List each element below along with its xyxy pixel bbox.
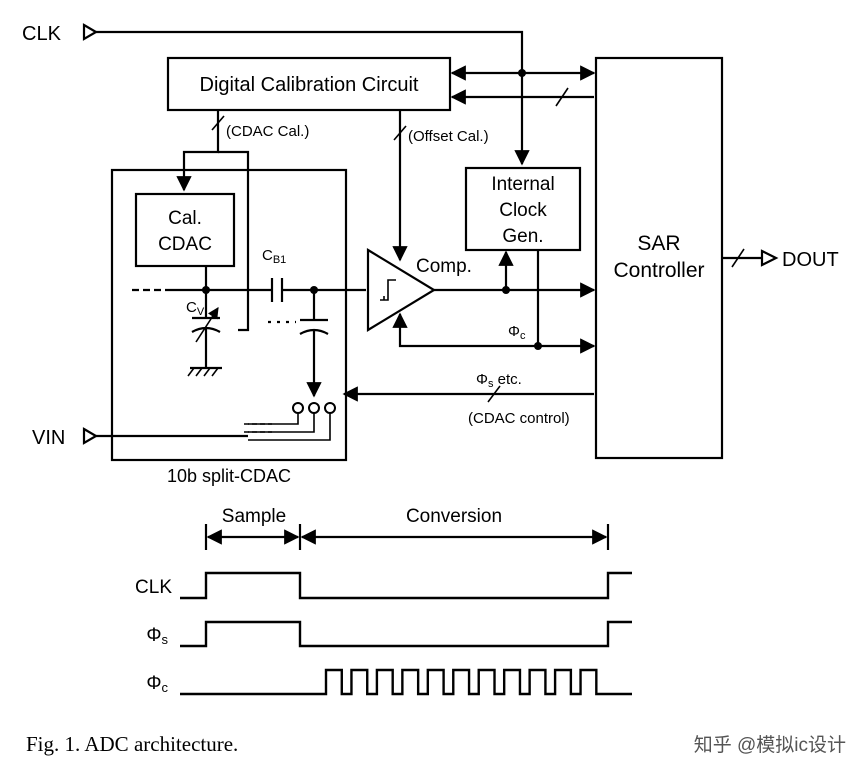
cal-cdac-label-1: Cal.: [168, 208, 202, 229]
offset-cal-label: (Offset Cal.): [408, 128, 489, 145]
switch-wire-1: [248, 413, 299, 425]
vin-label: VIN: [32, 427, 65, 449]
internal-clock-block: Internal Clock Gen.: [464, 166, 582, 252]
dout-port-triangle-icon: [760, 249, 779, 267]
clk-input-label: CLK: [22, 23, 62, 45]
timing-phi-c-label: Φc: [146, 673, 168, 695]
cv-label: CV: [186, 299, 205, 318]
phi-c-label: Φc: [508, 323, 526, 342]
phi-c-junction: [534, 342, 542, 350]
internal-clock-label-3: Gen.: [502, 226, 543, 247]
vin-port-triangle-icon: [82, 427, 99, 445]
cdac-cal-label: (CDAC Cal.): [226, 123, 309, 140]
timing-phi-s-label: Φs: [146, 625, 168, 647]
sar-label-1: SAR: [637, 232, 680, 255]
clk-waveform: [180, 571, 632, 600]
dout-slash-icon: [731, 248, 745, 268]
vin-input-port: VIN: [32, 427, 248, 449]
clk-port-triangle-icon: [82, 23, 99, 41]
switch-terminal-2: [308, 402, 320, 414]
split-cdac-box: [110, 168, 348, 462]
cdac-control-label: (CDAC control): [468, 410, 570, 427]
cb1-label: CB1: [262, 247, 286, 266]
conversion-label: Conversion: [406, 506, 502, 527]
sample-label: Sample: [222, 506, 286, 527]
ground-hatch: [187, 367, 219, 377]
cdac-cal-slash-icon: [211, 115, 225, 131]
internal-clock-label-1: Internal: [491, 174, 554, 195]
sar-controller-block: SAR Controller: [594, 56, 724, 460]
switch-terminal-1: [292, 402, 304, 414]
sar-label-2: Controller: [613, 259, 704, 282]
timing-clk-label: CLK: [135, 577, 172, 598]
split-cdac-label: 10b split-CDAC: [167, 466, 291, 486]
sar-controller-box: [594, 56, 724, 460]
phi-s-etc-label: Φs etc.: [476, 371, 522, 390]
internal-clock-box: [464, 166, 582, 252]
offset-cal-slash-icon: [393, 125, 407, 141]
clk-wire: [96, 30, 530, 166]
digital-calibration-label: Digital Calibration Circuit: [200, 74, 419, 96]
switch-wire-2: [248, 413, 315, 433]
dout-label: DOUT: [782, 249, 839, 271]
switch-wire-3: [248, 413, 331, 441]
cal-cdac-label-2: CDAC: [158, 234, 212, 255]
split-cdac-block: 10b split-CDAC Cal. CDAC CV CB1: [110, 168, 366, 486]
dout-output-port: DOUT: [722, 248, 839, 271]
cv-variable-arrow-icon: [195, 307, 219, 343]
digital-calibration-box: [166, 56, 452, 112]
comp-label: Comp.: [416, 256, 472, 277]
timing-diagram: Sample Conversion CLK Φs Φc: [135, 506, 632, 696]
cdac-control-slash-icon: [487, 385, 501, 403]
comparator-triangle-icon: [366, 248, 437, 332]
cdac-cal-trim-wire: [218, 150, 250, 332]
phi-c-to-comp-wire: [392, 312, 538, 348]
figure-caption: Fig. 1. ADC architecture.: [26, 732, 238, 756]
phi-s-waveform: [180, 620, 632, 648]
switch-terminal-3: [324, 402, 336, 414]
internal-clock-label-2: Clock: [499, 200, 547, 221]
watermark: 知乎 @模拟ic设计: [694, 734, 846, 756]
cdac-cal-bus: [176, 110, 220, 192]
bus-slash-icon: [555, 87, 569, 107]
cal-cdac-box: [134, 192, 236, 268]
comparator: Comp.: [366, 248, 472, 332]
digital-calibration-block: Digital Calibration Circuit: [166, 56, 452, 112]
phi-c-waveform: [180, 668, 632, 696]
